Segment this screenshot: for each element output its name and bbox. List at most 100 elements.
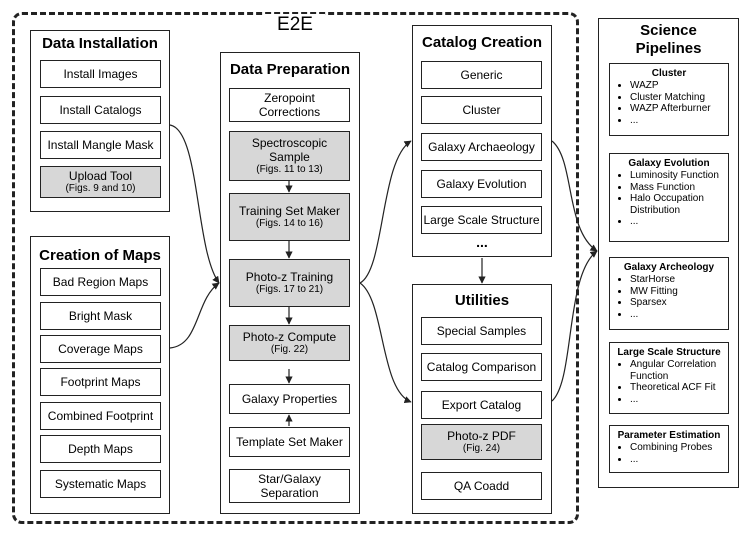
- utilities-title: Utilities: [454, 292, 510, 309]
- box-label: Export Catalog: [441, 398, 522, 412]
- data-installation-title: Data Installation: [42, 35, 158, 52]
- spectroscopic-sample-box[interactable]: Spectroscopic Sample (Figs. 11 to 13): [229, 131, 350, 181]
- list-item: ...: [630, 454, 728, 466]
- box-label: Large Scale Structure: [423, 213, 540, 227]
- science-pipelines-title-line2: Pipelines: [635, 40, 702, 57]
- box-sublabel: (Fig. 24): [462, 443, 501, 454]
- box-label: Galaxy Properties: [241, 392, 338, 406]
- pipeline-list: WAZP Cluster Matching WAZP Afterburner .…: [610, 80, 728, 126]
- depth-maps-box[interactable]: Depth Maps: [40, 435, 161, 463]
- box-label: Combined Footprint: [47, 409, 154, 423]
- list-item: ...: [630, 394, 728, 406]
- export-catalog-box[interactable]: Export Catalog: [421, 391, 542, 419]
- galaxy-archaeology-box[interactable]: Galaxy Archaeology: [421, 133, 542, 161]
- photo-z-pdf-box[interactable]: Photo-z PDF (Fig. 24): [421, 424, 542, 460]
- install-images-box[interactable]: Install Images: [40, 60, 161, 88]
- photo-z-training-box[interactable]: Photo-z Training (Figs. 17 to 21): [229, 259, 350, 307]
- box-label: Spectroscopic Sample: [251, 136, 328, 164]
- combined-footprint-box[interactable]: Combined Footprint: [40, 402, 161, 430]
- zeropoint-corrections-box[interactable]: Zeropoint Corrections: [229, 88, 350, 122]
- e2e-container: [12, 12, 579, 524]
- list-item: WAZP Afterburner: [630, 103, 728, 115]
- box-label: Depth Maps: [68, 442, 133, 456]
- catalog-comparison-box[interactable]: Catalog Comparison: [421, 353, 542, 381]
- galaxy-properties-box[interactable]: Galaxy Properties: [229, 384, 350, 414]
- box-label: Photo-z Training: [245, 270, 334, 284]
- training-set-maker-box[interactable]: Training Set Maker (Figs. 14 to 16): [229, 193, 350, 241]
- large-scale-structure-box[interactable]: Large Scale Structure: [421, 206, 542, 234]
- box-label: Generic: [460, 68, 503, 82]
- pipeline-group-title: Galaxy Archeology: [623, 262, 715, 273]
- install-mangle-mask-box[interactable]: Install Mangle Mask: [40, 131, 161, 159]
- box-label: Install Images: [63, 67, 138, 81]
- systematic-maps-box[interactable]: Systematic Maps: [40, 470, 161, 498]
- list-item: MW Fitting: [630, 286, 728, 298]
- upload-tool-box[interactable]: Upload Tool (Figs. 9 and 10): [40, 166, 161, 198]
- special-samples-box[interactable]: Special Samples: [421, 317, 542, 345]
- pipeline-list: StarHorse MW Fitting Sparsex ...: [610, 274, 728, 320]
- pipeline-list: Angular Correlation Function Theoretical…: [610, 359, 728, 405]
- box-label: Special Samples: [436, 324, 527, 338]
- list-item: ...: [630, 115, 728, 127]
- parameter-estimation-pipeline-box[interactable]: Parameter Estimation Combining Probes ..…: [609, 425, 729, 473]
- box-label: Photo-z Compute: [242, 330, 337, 344]
- box-label: Upload Tool: [68, 169, 133, 183]
- pipeline-group-title: Large Scale Structure: [617, 347, 721, 358]
- creation-of-maps-title: Creation of Maps: [39, 247, 161, 264]
- arrow-utilities-to-science: [551, 250, 598, 402]
- data-preparation-title: Data Preparation: [229, 61, 351, 78]
- box-label: Photo-z PDF: [447, 429, 516, 443]
- list-item: Theoretical ACF Fit: [630, 382, 728, 394]
- large-scale-structure-pipeline-box[interactable]: Large Scale Structure Angular Correlatio…: [609, 342, 729, 414]
- galaxy-archeology-pipeline-box[interactable]: Galaxy Archeology StarHorse MW Fitting S…: [609, 257, 729, 330]
- box-label: Bright Mask: [68, 309, 133, 323]
- arrow-maps-to-preparation: [169, 282, 220, 349]
- list-item: ...: [630, 216, 728, 228]
- science-pipelines-title: Science Pipelines: [599, 22, 738, 58]
- bad-region-maps-box[interactable]: Bad Region Maps: [40, 268, 161, 296]
- box-label: Galaxy Evolution: [436, 177, 527, 191]
- photo-z-compute-box[interactable]: Photo-z Compute (Fig. 22): [229, 325, 350, 361]
- science-pipelines-title-line1: Science: [640, 22, 697, 39]
- list-item: WAZP: [630, 80, 728, 92]
- list-item: Angular Correlation Function: [630, 359, 728, 382]
- box-label: Galaxy Archaeology: [428, 140, 535, 154]
- arrow-preparation-to-utilities: [359, 282, 412, 403]
- pipeline-group-title: Cluster: [651, 68, 687, 79]
- generic-box[interactable]: Generic: [421, 61, 542, 89]
- box-label: Bad Region Maps: [52, 275, 149, 289]
- cluster-box[interactable]: Cluster: [421, 96, 542, 124]
- galaxy-evolution-box[interactable]: Galaxy Evolution: [421, 170, 542, 198]
- coverage-maps-box[interactable]: Coverage Maps: [40, 335, 161, 363]
- pipeline-group-title: Parameter Estimation: [617, 430, 721, 441]
- template-set-maker-box[interactable]: Template Set Maker: [229, 427, 350, 457]
- cluster-pipeline-box[interactable]: Cluster WAZP Cluster Matching WAZP After…: [609, 63, 729, 136]
- e2e-title: E2E: [265, 14, 325, 36]
- pipeline-list: Luminosity Function Mass Function Halo O…: [610, 170, 728, 228]
- box-label: Install Catalogs: [59, 103, 142, 117]
- arrow-preparation-to-catalog-creation: [359, 140, 412, 284]
- box-label: Training Set Maker: [239, 204, 340, 218]
- box-sublabel: (Figs. 11 to 13): [256, 164, 323, 175]
- box-label: Coverage Maps: [58, 342, 143, 356]
- box-label: Cluster: [462, 103, 501, 117]
- qa-coadd-box[interactable]: QA Coadd: [421, 472, 542, 500]
- box-sublabel: (Figs. 14 to 16): [255, 218, 324, 229]
- box-sublabel: (Figs. 9 and 10): [65, 183, 136, 194]
- list-item: Luminosity Function: [630, 170, 728, 182]
- galaxy-evolution-pipeline-box[interactable]: Galaxy Evolution Luminosity Function Mas…: [609, 153, 729, 242]
- pipeline-group-title: Galaxy Evolution: [628, 158, 710, 169]
- list-item: Halo Occupation Distribution: [630, 193, 728, 216]
- bright-mask-box[interactable]: Bright Mask: [40, 302, 161, 330]
- box-label: Zeropoint Corrections: [258, 91, 321, 119]
- list-item: Mass Function: [630, 182, 728, 194]
- star-galaxy-separation-box[interactable]: Star/Galaxy Separation: [229, 469, 350, 503]
- box-label: Footprint Maps: [60, 375, 141, 389]
- list-item: StarHorse: [630, 274, 728, 286]
- catalog-creation-title: Catalog Creation: [421, 34, 542, 51]
- install-catalogs-box[interactable]: Install Catalogs: [40, 96, 161, 124]
- box-label: QA Coadd: [453, 479, 510, 493]
- pipeline-list: Combining Probes ...: [610, 442, 728, 465]
- footprint-maps-box[interactable]: Footprint Maps: [40, 368, 161, 396]
